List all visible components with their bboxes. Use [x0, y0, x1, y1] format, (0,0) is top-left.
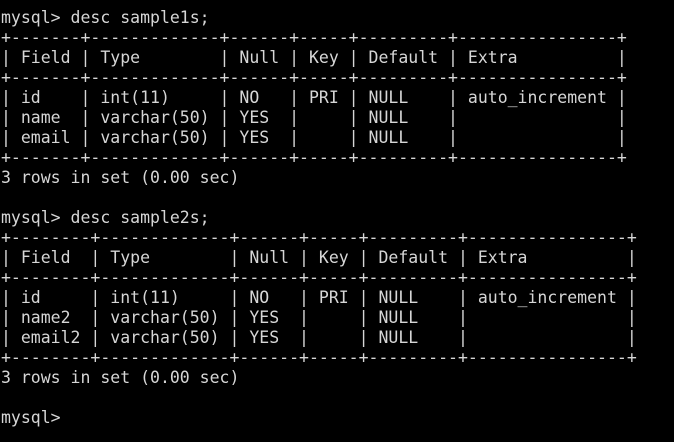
blank-line	[1, 388, 674, 408]
table-line: +-------+-------------+------+-----+----…	[1, 148, 627, 167]
table-line: | Field | Type | Null | Key | Default | …	[1, 48, 627, 67]
result-table: +--------+-------------+------+-----+---…	[1, 228, 674, 368]
table-line: | name | varchar(50) | YES | | NULL | |	[1, 108, 627, 127]
table-line: | email | varchar(50) | YES | | NULL | |	[1, 128, 627, 147]
table-line: | id | int(11) | NO | PRI | NULL | auto_…	[1, 88, 627, 107]
table-line: | email2 | varchar(50) | YES | | NULL | …	[1, 328, 637, 347]
command-line: mysql> desc sample1s;	[1, 8, 210, 27]
table-line: +--------+-------------+------+-----+---…	[1, 348, 637, 367]
status-line: 3 rows in set (0.00 sec)	[1, 368, 240, 387]
table-line: | name2 | varchar(50) | YES | | NULL | |	[1, 308, 637, 327]
table-line: | id | int(11) | NO | PRI | NULL | auto_…	[1, 288, 637, 307]
blank-line	[1, 188, 674, 208]
command-line: mysql> desc sample2s;	[1, 208, 210, 227]
prompt-line[interactable]: mysql>	[1, 408, 61, 427]
table-line: +-------+-------------+------+-----+----…	[1, 68, 627, 87]
result-table: +-------+-------------+------+-----+----…	[1, 28, 674, 168]
command-block: mysql> desc sample1s; +-------+---------…	[1, 8, 674, 208]
table-line: +--------+-------------+------+-----+---…	[1, 228, 637, 247]
table-line: +--------+-------------+------+-----+---…	[1, 268, 637, 287]
table-line: | Field | Type | Null | Key | Default | …	[1, 248, 637, 267]
status-line: 3 rows in set (0.00 sec)	[1, 168, 240, 187]
table-line: +-------+-------------+------+-----+----…	[1, 28, 627, 47]
command-block: mysql> desc sample2s; +--------+--------…	[1, 208, 674, 408]
